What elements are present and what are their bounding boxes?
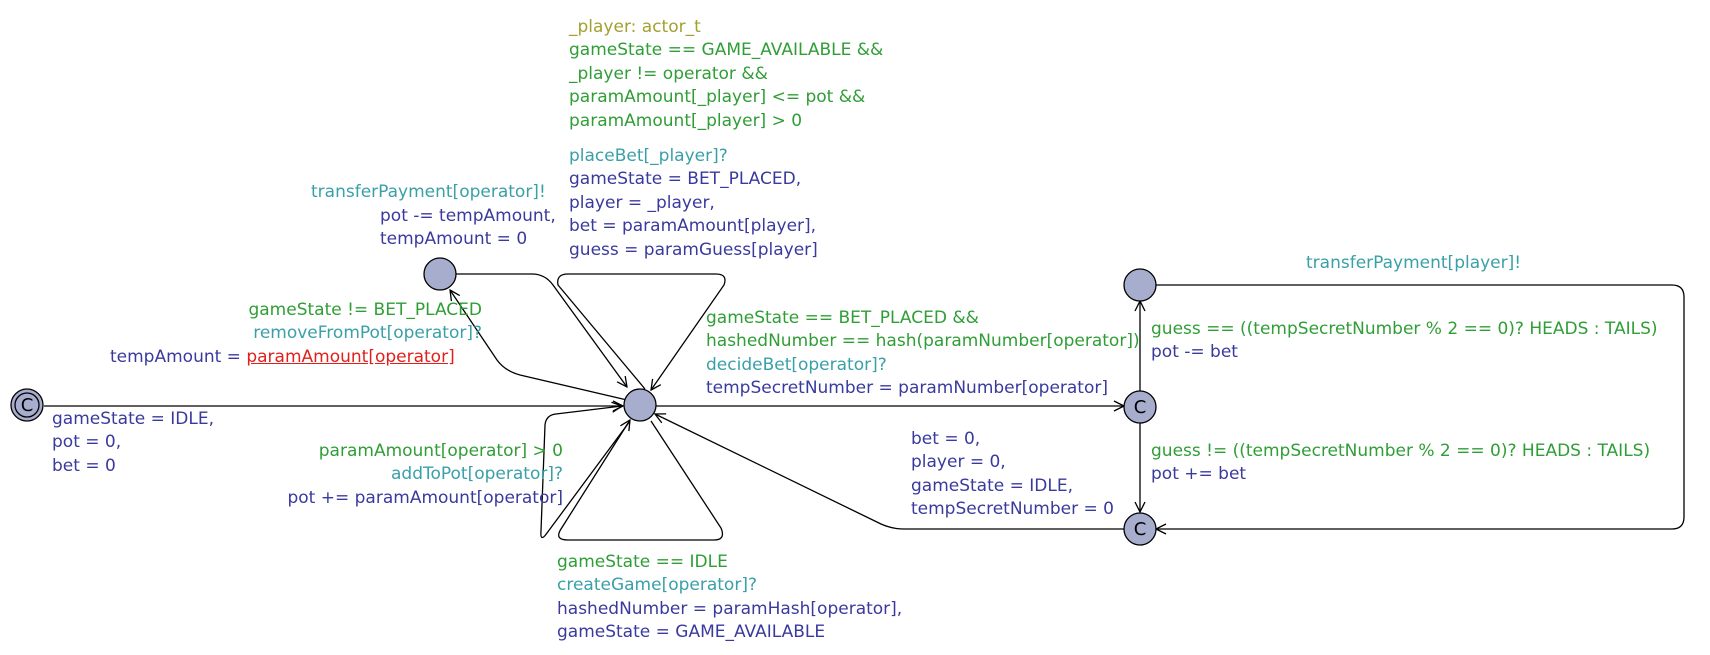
location-lose xyxy=(1123,512,1157,546)
place-guard-2: _player != operator && xyxy=(569,63,768,84)
label-remove-from-pot: gameState != BET_PLACED removeFromPot[op… xyxy=(248,299,482,346)
create-guard: gameState == IDLE xyxy=(557,552,728,572)
decide-guard-2: hashedNumber == hash(paramNumber[operato… xyxy=(706,331,1140,352)
edge-transfer-operator-to-main xyxy=(456,273,627,387)
edge-add-to-pot-loop xyxy=(540,406,631,539)
add-guard: paramAmount[operator] > 0 xyxy=(318,441,563,461)
add-sync: addToPot[operator]? xyxy=(390,464,563,485)
reset-update-1: bet = 0, xyxy=(911,429,981,449)
place-select: _player: actor_t xyxy=(569,17,701,37)
transfer-op-update-2: tempAmount = 0 xyxy=(380,229,528,250)
label-remove-update: tempAmount = paramAmount[operator] xyxy=(110,346,455,369)
label-add-to-pot: paramAmount[operator] > 0 addToPot[opera… xyxy=(287,440,563,510)
remove-guard: gameState != BET_PLACED xyxy=(248,300,482,320)
edge-main-to-transfer-operator xyxy=(450,290,628,401)
location-win xyxy=(1123,268,1157,302)
committed-mark-decide: C xyxy=(1134,397,1147,418)
committed-mark-lose: C xyxy=(1134,519,1147,540)
decide-guard-1: gameState == BET_PLACED && xyxy=(706,308,979,328)
remove-sync: removeFromPot[operator]? xyxy=(253,323,482,344)
label-create-game: gameState == IDLE createGame[operator]? … xyxy=(557,551,902,645)
place-guard-3: paramAmount[_player] <= pot && xyxy=(569,87,866,108)
lose-update-1: pot += bet xyxy=(1151,464,1247,485)
create-update-1: hashedNumber = paramHash[operator], xyxy=(557,598,903,619)
init-update-2: pot = 0, xyxy=(52,432,122,453)
init-update-3: bet = 0 xyxy=(52,455,116,476)
edge-create-game-loop xyxy=(558,420,724,541)
location-main xyxy=(623,388,657,422)
label-place-bet-guard: _player: actor_t gameState == GAME_AVAIL… xyxy=(569,16,883,133)
label-win: guess == ((tempSecretNumber % 2 == 0)? H… xyxy=(1151,318,1658,365)
create-update-2: gameState = GAME_AVAILABLE xyxy=(557,622,826,643)
label-lose: guess != ((tempSecretNumber % 2 == 0)? H… xyxy=(1151,440,1650,487)
place-update-1: gameState = BET_PLACED, xyxy=(569,169,802,190)
label-decide-bet: gameState == BET_PLACED && hashedNumber … xyxy=(706,307,1140,401)
label-transfer-player: transferPayment[player]! xyxy=(1306,252,1521,275)
label-place-bet-action: placeBet[_player]? gameState = BET_PLACE… xyxy=(569,145,818,262)
remove-update-error: paramAmount[operator] xyxy=(246,347,455,367)
transfer-op-update-1: pot -= tempAmount, xyxy=(380,206,556,226)
label-transfer-operator-update: pot -= tempAmount, tempAmount = 0 xyxy=(380,205,556,252)
add-update-1: pot += paramAmount[operator] xyxy=(287,487,563,508)
label-transfer-operator-sync: transferPayment[operator]! xyxy=(311,181,546,204)
create-sync: createGame[operator]? xyxy=(557,575,757,596)
place-guard-4: paramAmount[_player] > 0 xyxy=(569,110,803,131)
place-update-4: guess = paramGuess[player] xyxy=(569,239,818,260)
reset-update-3: gameState = IDLE, xyxy=(911,475,1073,496)
remove-update-prefix: tempAmount = xyxy=(110,347,247,367)
location-decide xyxy=(1123,390,1157,424)
reset-update-4: tempSecretNumber = 0 xyxy=(911,499,1114,520)
init-update-1: gameState = IDLE, xyxy=(52,409,214,429)
win-guard: guess == ((tempSecretNumber % 2 == 0)? H… xyxy=(1151,319,1658,339)
place-update-2: player = _player, xyxy=(569,192,715,213)
edge-lose-to-main xyxy=(655,414,1124,530)
location-init-inner xyxy=(14,392,40,418)
place-guard-1: gameState == GAME_AVAILABLE && xyxy=(569,40,884,61)
edge-win-to-lose xyxy=(1156,284,1685,529)
place-update-3: bet = paramAmount[player], xyxy=(569,216,817,237)
location-transfer-operator xyxy=(423,257,457,291)
lose-guard: guess != ((tempSecretNumber % 2 == 0)? H… xyxy=(1151,441,1651,461)
reset-update-2: player = 0, xyxy=(911,452,1006,473)
win-update-1: pot -= bet xyxy=(1151,342,1238,363)
label-init: gameState = IDLE, pot = 0, bet = 0 xyxy=(52,408,214,478)
committed-mark-init: C xyxy=(21,395,34,416)
label-reset: bet = 0, player = 0, gameState = IDLE, t… xyxy=(911,428,1114,522)
transfer-op-sync: transferPayment[operator]! xyxy=(311,182,546,202)
edge-place-bet-loop xyxy=(557,273,726,390)
transfer-player-sync: transferPayment[player]! xyxy=(1306,253,1522,273)
place-sync: placeBet[_player]? xyxy=(569,146,728,166)
decide-update-1: tempSecretNumber = paramNumber[operator] xyxy=(706,378,1108,399)
decide-sync: decideBet[operator]? xyxy=(706,354,887,375)
